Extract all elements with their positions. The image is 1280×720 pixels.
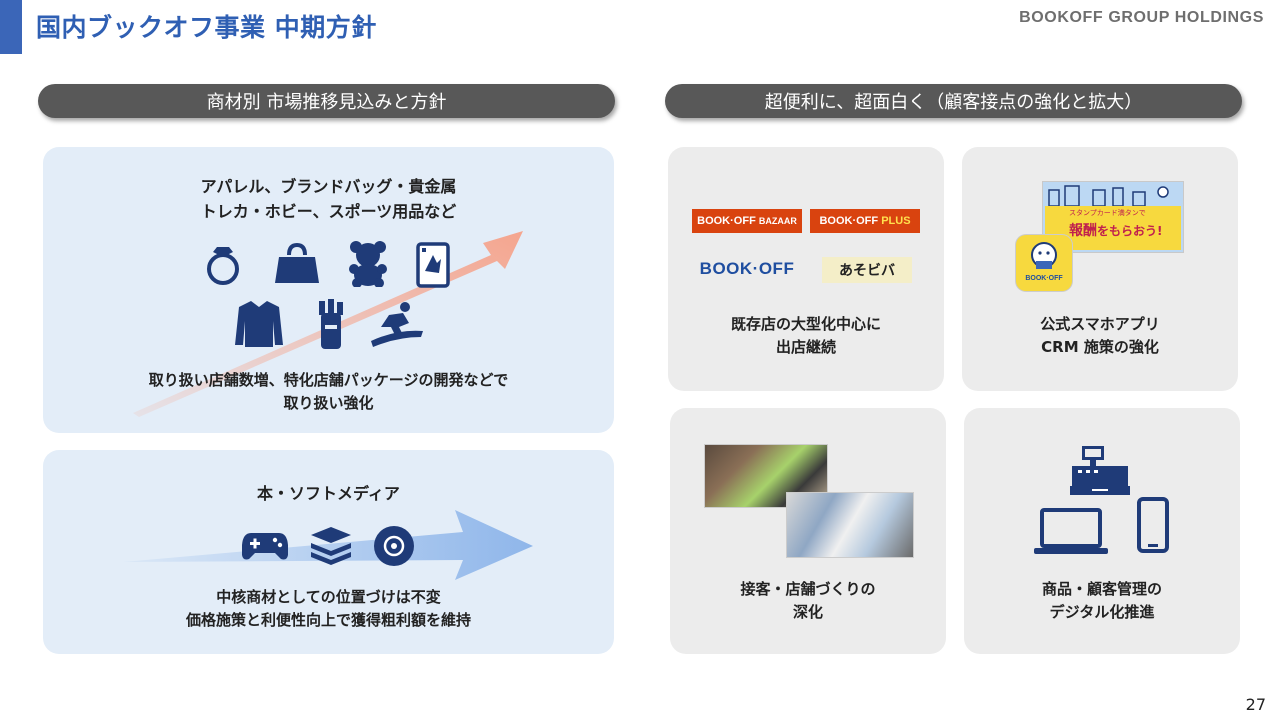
stores-line2: 出店継続 [775,338,836,357]
handbag-icon [275,242,319,283]
stable-arrow [123,510,533,580]
asobiva-logo: あそビバ [822,257,912,283]
teddy-bear-icon [349,241,387,287]
growth-arrow [133,231,523,417]
stores-line1: 既存店の大型化中心に [730,315,881,333]
stable-panel-description: 中核商材としての位置づけは不変 価格施策と利便性向上で獲得粗利額を維持 [43,586,614,633]
bazaar-logo-main: BOOK·OFF [697,215,756,227]
stores-card: BOOK·OFF BAZAAR BOOK·OFF PLUS BOOK·OFF あ… [668,147,944,391]
left-section-label: 商材別 市場推移見込みと方針 [38,84,615,118]
digital-card: 商品・顧客管理の デジタル化推進 [964,408,1240,654]
stable-desc-line2: 価格施策と利便性向上で獲得粗利額を維持 [185,611,471,630]
banner-small-text: スタンプカード満タンで [1069,209,1146,217]
plus-logo-main: BOOK·OFF [819,215,879,227]
page-title: 国内ブックオフ事業 中期方針 [36,13,377,42]
store-interior-photo [786,492,914,558]
trading-card-icon [416,242,450,288]
growth-categories-panel: アパレル、ブランドバッグ・貴金属 トレカ・ホビー、スポーツ用品など [43,147,614,433]
digital-line1: 商品・顧客管理の [1041,580,1162,598]
city-skyline [1048,185,1169,206]
growth-panel-title: アパレル、ブランドバッグ・貴金属 トレカ・ホビー、スポーツ用品など [43,175,614,225]
page-number: 27 [1245,695,1266,714]
company-brand: BOOKOFF GROUP HOLDINGS [1019,9,1264,26]
service-line1: 接客・店舗づくりの [740,580,876,598]
banner-big-2: をもらおう! [1097,224,1163,238]
golf-bag-icon [319,299,343,349]
growth-desc-line2: 取り扱い強化 [283,394,374,413]
banner-big-text: 報酬をもらおう! [1069,220,1162,240]
accent-bar [0,0,22,54]
app-card-text: 公式スマホアプリ CRM 施策の強化 [962,313,1238,360]
shirt-icon [235,301,283,347]
stable-desc-line1: 中核商材としての位置づけは不変 [216,588,441,606]
bookoff-logo: BOOK·OFF [699,259,795,278]
bookoff-plus-logo: BOOK·OFF PLUS [810,209,920,233]
app-mascot-icon [1031,242,1057,269]
digital-line2: デジタル化推進 [1049,603,1155,622]
bazaar-logo-sub: BAZAAR [758,216,797,226]
smartphone-icon [1137,497,1169,553]
stable-panel-title: 本・ソフトメディア [257,484,400,503]
service-line2: 深化 [792,603,823,622]
books-media-panel: 本・ソフトメディア 中核商材としての位置づけは不変 価格施策と利便性向上で獲得粗… [43,450,614,654]
app-line2: CRM 施策の強化 [1041,338,1159,357]
plus-logo-sub: PLUS [881,215,911,227]
growth-desc-line1: 取り扱い店舗数増、特化店舗パッケージの開発などで [148,371,509,389]
app-card: スタンプカード満タンで 報酬をもらおう! BOOK·OFF 公式スマホアプリ C… [962,147,1238,391]
books-icon [311,527,351,565]
growth-panel-description: 取り扱い店舗数増、特化店舗パッケージの開発などで 取り扱い強化 [43,369,614,416]
banner-big-1: 報酬 [1069,223,1097,239]
game-controller-icon [242,533,288,560]
digital-card-text: 商品・顧客管理の デジタル化推進 [964,578,1240,625]
app-line1: 公式スマホアプリ [1040,315,1160,333]
cash-register-icon [1070,446,1130,495]
growth-title-line1: アパレル、ブランドバッグ・貴金属 [200,177,457,196]
stores-card-text: 既存店の大型化中心に 出店継続 [668,313,944,360]
disc-icon [374,526,414,566]
growth-title-line2: トレカ・ホビー、スポーツ用品など [200,201,457,221]
app-icon: BOOK·OFF [1016,235,1072,291]
right-section-label: 超便利に、超面白く（顧客接点の強化と拡大） [665,84,1242,118]
snowboard-icon [371,302,423,347]
laptop-icon [1034,508,1108,554]
service-card: 接客・店舗づくりの 深化 [670,408,946,654]
service-card-text: 接客・店舗づくりの 深化 [670,578,946,625]
ring-icon [207,247,239,285]
bookoff-bazaar-logo: BOOK·OFF BAZAAR [692,209,802,233]
app-icon-label: BOOK·OFF [1025,275,1063,282]
